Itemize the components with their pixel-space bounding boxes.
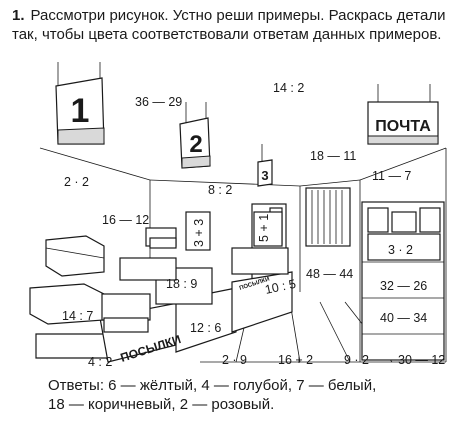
expr-18-11: 18 — 11 xyxy=(310,149,356,163)
post-sign: ПОЧТА xyxy=(367,84,439,145)
answers: Ответы: 6 — жёлтый, 4 — голубой, 7 — бел… xyxy=(48,376,468,414)
expr-14-7: 14 : 7 xyxy=(62,309,93,323)
expr-32-26: 32 — 26 xyxy=(380,279,427,293)
expr-4-2: 4 : 2 xyxy=(88,355,112,369)
answers-line-2: 18 — коричневый, 2 — розовый. xyxy=(48,396,275,413)
expr-48-44: 48 — 44 xyxy=(306,267,353,281)
window-sign-2: 2 xyxy=(179,102,211,169)
window-sign-3: 3 xyxy=(257,144,273,187)
expr-3-3: 3 + 3 xyxy=(192,219,206,247)
post-sign-label: ПОЧТА xyxy=(375,118,431,135)
expr-2-9: 2 · 9 xyxy=(222,353,247,367)
expr-18-9: 18 : 9 xyxy=(166,277,197,291)
room-lines xyxy=(39,147,447,363)
expr-16-2: 16 + 2 xyxy=(278,353,313,367)
expr-8-2: 8 : 2 xyxy=(208,183,232,197)
expr-12-6: 12 : 6 xyxy=(190,321,221,335)
expr-10-5: 10 : 5 xyxy=(264,277,298,297)
expr-36-29: 36 — 29 xyxy=(135,95,182,109)
expr-30-12: 30 — 12 xyxy=(398,353,445,367)
task-text: 1.Рассмотри рисунок. Устно реши примеры.… xyxy=(12,6,467,44)
expr-5-1: 5 + 1 xyxy=(257,214,271,242)
sign-2-number: 2 xyxy=(189,131,202,158)
task-number: 1. xyxy=(12,7,25,24)
expr-40-34: 40 — 34 xyxy=(380,311,427,325)
post-office-drawing: 1 2 3 ПОЧТА xyxy=(29,62,447,369)
window-sign-1: 1 xyxy=(55,62,105,145)
answers-line-1: Ответы: 6 — жёлтый, 4 — голубой, 7 — бел… xyxy=(48,377,377,394)
expr-11-7: 11 — 7 xyxy=(372,169,411,183)
sign-1-number: 1 xyxy=(71,92,90,130)
task-instructions: Рассмотри рисунок. Устно реши примеры. Р… xyxy=(12,7,446,43)
sign-3-number: 3 xyxy=(261,168,268,183)
radiator xyxy=(305,187,351,247)
expr-3x2: 3 · 2 xyxy=(388,243,413,257)
parcel-shelf xyxy=(361,201,445,361)
expr-9-2: 9 · 2 xyxy=(344,353,369,367)
expr-2-2: 2 · 2 xyxy=(64,175,89,189)
expr-14-2: 14 : 2 xyxy=(273,81,304,95)
expr-16-12: 16 — 12 xyxy=(102,213,149,227)
mail-boxes xyxy=(29,211,283,333)
